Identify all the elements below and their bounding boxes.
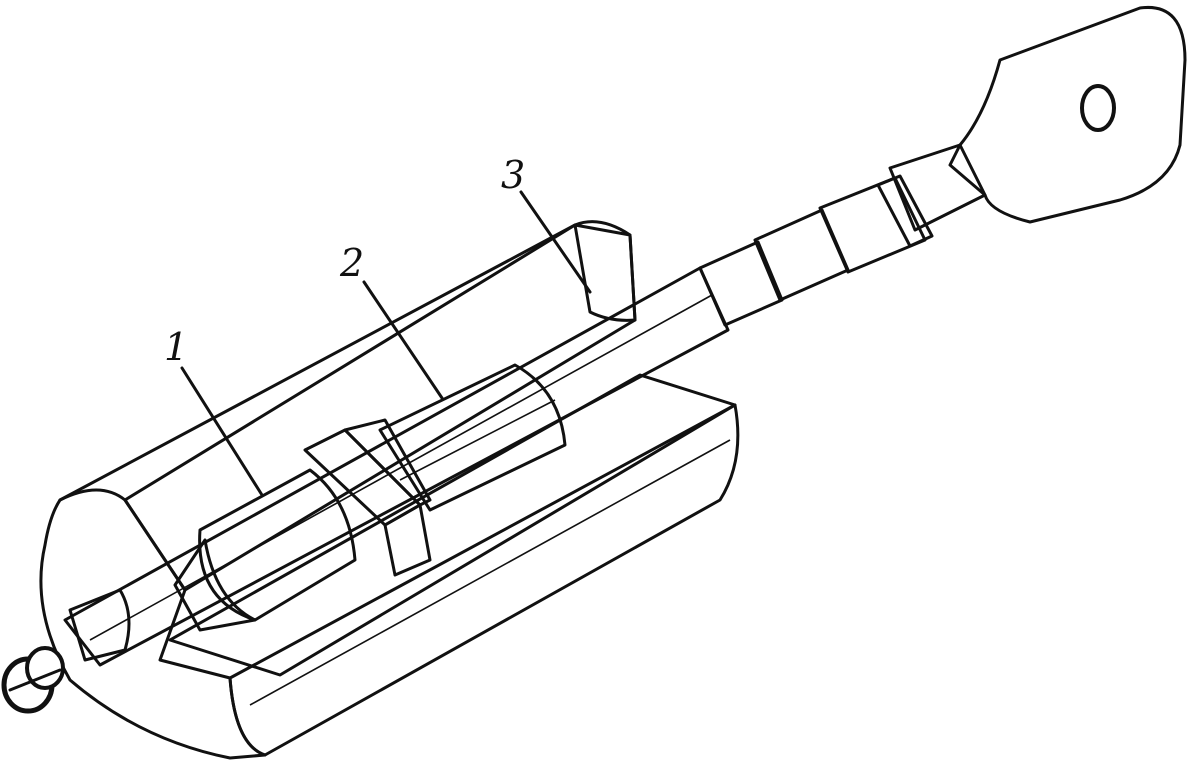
lug-neck bbox=[888, 143, 987, 232]
lug-hole bbox=[1080, 84, 1116, 132]
leader-line-2 bbox=[362, 280, 444, 400]
end-cap bbox=[39, 488, 267, 760]
component-2-cylinder bbox=[378, 363, 567, 512]
leader-lines bbox=[180, 190, 592, 497]
crimp-sleeve bbox=[698, 174, 934, 327]
terminal-screw bbox=[1, 588, 131, 714]
housing-lower bbox=[168, 373, 740, 757]
callout-1: 1 bbox=[164, 325, 188, 369]
central-rod bbox=[63, 266, 730, 667]
terminal-lug bbox=[948, 5, 1187, 224]
hex-nut bbox=[303, 418, 432, 577]
callout-2: 2 bbox=[339, 241, 364, 285]
component-1-cylinder bbox=[173, 468, 357, 632]
leader-line-3 bbox=[519, 190, 592, 294]
leader-line-1 bbox=[180, 366, 264, 497]
callout-3: 3 bbox=[501, 153, 525, 197]
